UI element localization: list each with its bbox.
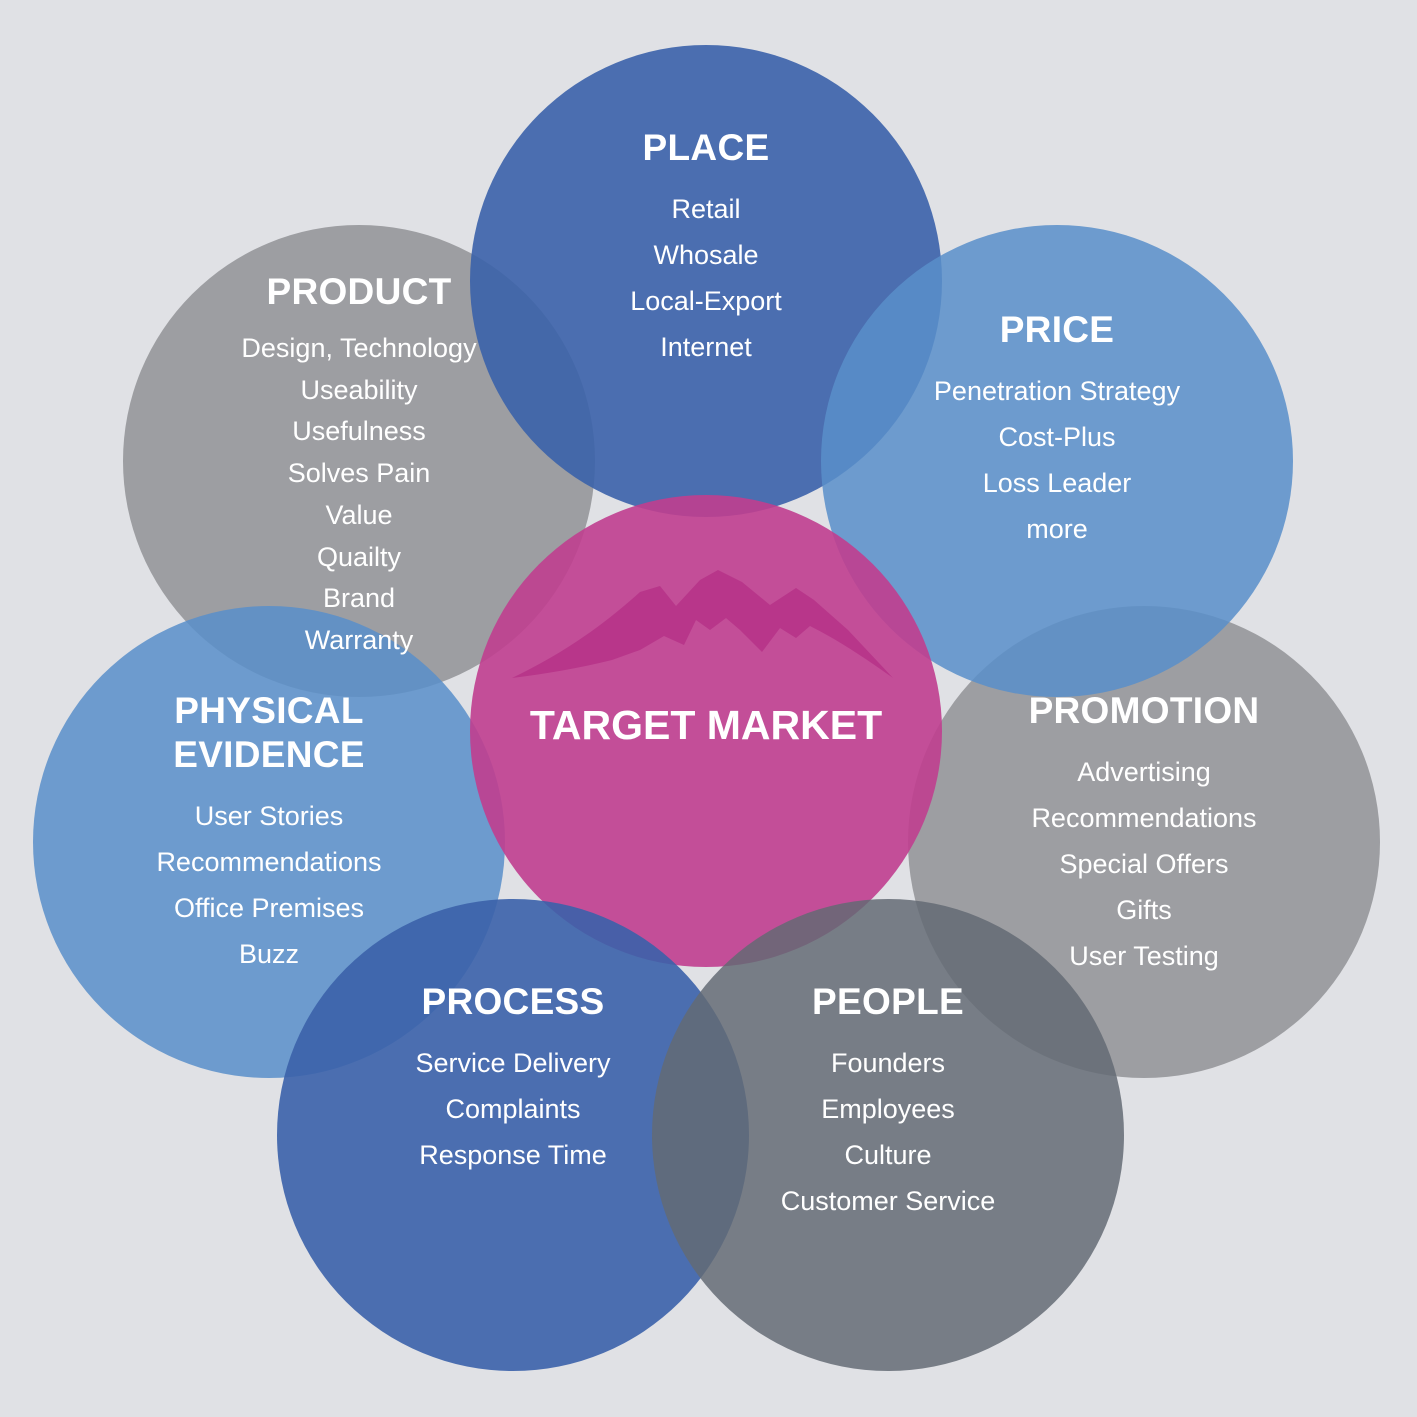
promotion-item: Special Offers <box>1059 849 1229 879</box>
place-items: Retail Whosale Local-Export Internet <box>556 186 856 370</box>
price-title: PRICE <box>999 309 1115 350</box>
physical-evidence-items: User Stories Recommendations Office Prem… <box>119 793 419 977</box>
product-item: Usefulness <box>292 416 426 447</box>
physical-evidence-title-line1: PHYSICAL <box>174 690 364 731</box>
place-item: Retail <box>671 194 741 224</box>
product-block: PRODUCT Design, Technology Useability Us… <box>209 270 509 662</box>
product-item: Quailty <box>316 541 402 572</box>
people-items: Founders Employees Culture Customer Serv… <box>738 1040 1038 1224</box>
product-items: Design, Technology Useability Usefulness… <box>209 328 509 662</box>
product-title: PRODUCT <box>266 271 452 312</box>
promotion-item: Recommendations <box>1031 803 1257 833</box>
place-block: PLACE Retail Whosale Local-Export Intern… <box>556 126 856 370</box>
process-item: Complaints <box>445 1094 581 1124</box>
circle-people <box>652 899 1124 1371</box>
place-item: Whosale <box>653 240 759 270</box>
physical-evidence-item: Office Premises <box>173 893 365 923</box>
people-block: PEOPLE Founders Employees Culture Custom… <box>738 980 1038 1224</box>
people-title: PEOPLE <box>812 981 964 1022</box>
circle-process <box>277 899 749 1371</box>
people-item: Culture <box>844 1140 932 1170</box>
product-item: Warranty <box>304 624 414 655</box>
price-item: Loss Leader <box>982 468 1132 498</box>
price-item: Penetration Strategy <box>933 376 1181 406</box>
physical-evidence-item: User Stories <box>194 801 344 831</box>
physical-evidence-item: Recommendations <box>156 847 382 877</box>
physical-evidence-item: Buzz <box>238 939 300 969</box>
price-item: more <box>1026 514 1088 544</box>
mountain-logo <box>512 570 893 678</box>
product-item: Design, Technology <box>241 333 477 363</box>
place-title: PLACE <box>642 127 770 168</box>
price-item: Cost-Plus <box>998 422 1116 452</box>
target-market-title: TARGET MARKET <box>529 702 883 748</box>
process-items: Service Delivery Complaints Response Tim… <box>363 1040 663 1178</box>
promotion-items: Advertising Recommendations Special Offe… <box>984 749 1304 979</box>
circle-place <box>470 45 942 517</box>
product-item: Useability <box>300 374 418 405</box>
people-item: Employees <box>821 1094 955 1124</box>
promotion-item: Advertising <box>1077 757 1211 787</box>
circle-price <box>821 225 1293 697</box>
promotion-item: Gifts <box>1116 895 1172 925</box>
process-item: Service Delivery <box>415 1048 611 1078</box>
people-item: Founders <box>830 1048 946 1078</box>
place-item: Internet <box>660 332 752 362</box>
process-item: Response Time <box>419 1140 607 1170</box>
physical-evidence-block: PHYSICAL EVIDENCE User Stories Recommend… <box>119 689 419 977</box>
price-block: PRICE Penetration Strategy Cost-Plus Los… <box>897 308 1217 552</box>
promotion-block: PROMOTION Advertising Recommendations Sp… <box>984 689 1304 979</box>
product-item: Value <box>325 499 393 530</box>
product-item: Solves Pain <box>287 458 431 489</box>
process-title: PROCESS <box>421 981 605 1022</box>
place-item: Local-Export <box>630 286 782 316</box>
product-item: Brand <box>322 583 396 614</box>
process-block: PROCESS Service Delivery Complaints Resp… <box>363 980 663 1178</box>
people-item: Customer Service <box>780 1186 996 1216</box>
promotion-title: PROMOTION <box>1028 690 1260 731</box>
promotion-item: User Testing <box>1069 941 1219 971</box>
circle-product <box>123 225 595 697</box>
price-items: Penetration Strategy Cost-Plus Loss Lead… <box>897 368 1217 552</box>
physical-evidence-title-line2: EVIDENCE <box>173 734 365 775</box>
